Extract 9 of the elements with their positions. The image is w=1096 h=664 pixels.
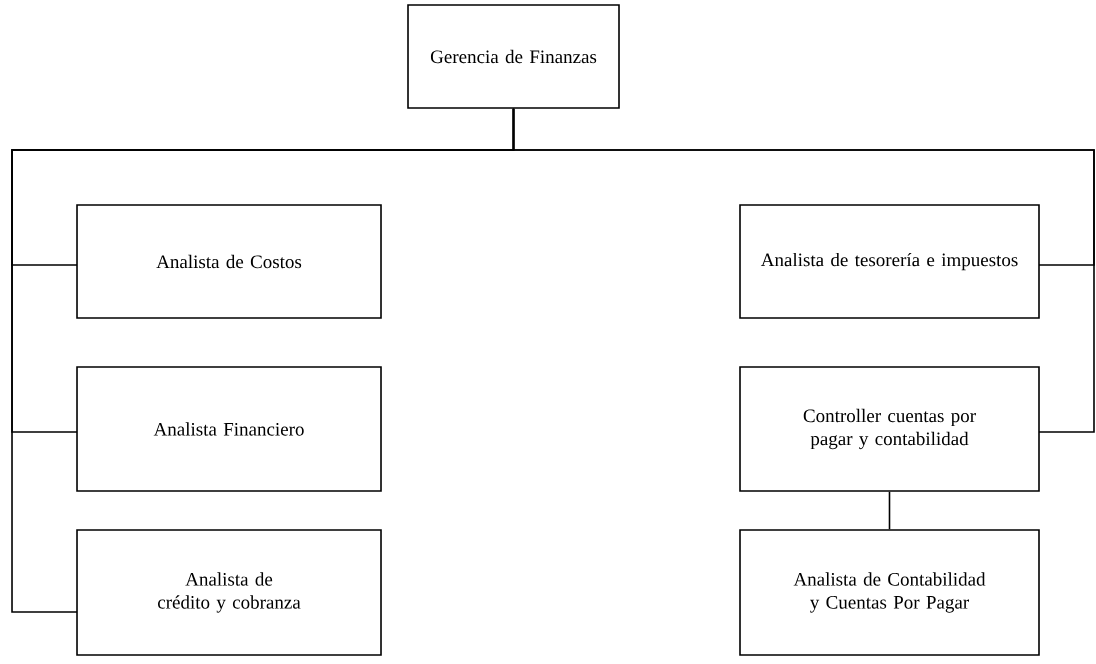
position-box: Analista de tesorería e impuestos [739, 204, 1040, 319]
position-box: Analista de crédito y cobranza [76, 529, 382, 656]
position-box: Gerencia de Finanzas [407, 4, 620, 109]
connector-line [888, 491, 891, 530]
position-box: Analista de Contabilidad y Cuentas Por Pagar [739, 529, 1040, 656]
position-box: Analista Financiero [76, 366, 382, 492]
connector-line [512, 108, 1095, 433]
position-box: Controller cuentas por pagar y contabilidad [739, 366, 1040, 492]
position-box: Analista de Costos [76, 204, 382, 319]
